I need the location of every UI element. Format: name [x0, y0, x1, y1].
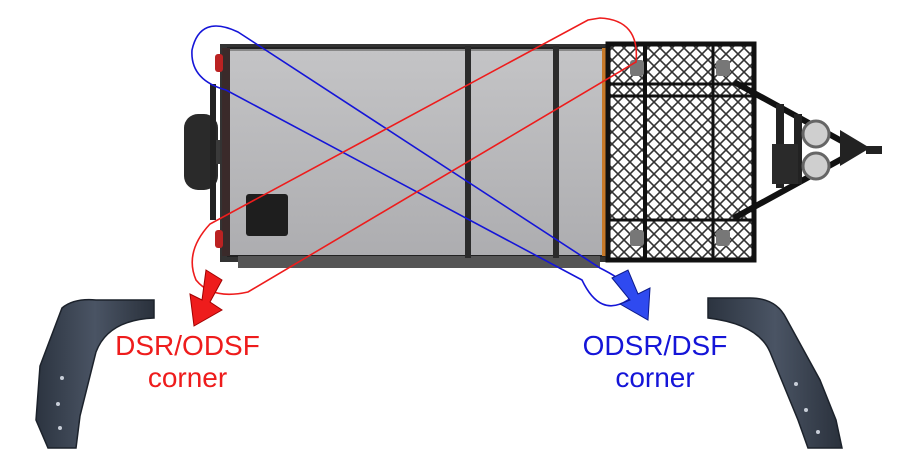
odsr-dsf-corner-label: ODSR/DSF corner: [565, 330, 745, 394]
trailer-tongue: [732, 79, 882, 221]
mesh-deck: [605, 41, 757, 263]
label-right-line1: ODSR/DSF: [582, 330, 728, 361]
left-fender-image: [35, 298, 155, 449]
label-left-line2: corner: [147, 362, 228, 393]
rear-bumper: [210, 84, 216, 220]
label-right-line2: corner: [615, 362, 695, 393]
label-left-line1: DSR/ODSF: [115, 330, 260, 361]
blue-arrow-icon: [611, 269, 651, 321]
spare-tire: [184, 114, 226, 190]
red-arrow-icon: [189, 269, 223, 327]
cargo-box: [215, 44, 610, 268]
right-fender-image: [707, 297, 843, 449]
dsr-odsf-corner-label: DSR/ODSF corner: [95, 330, 280, 394]
